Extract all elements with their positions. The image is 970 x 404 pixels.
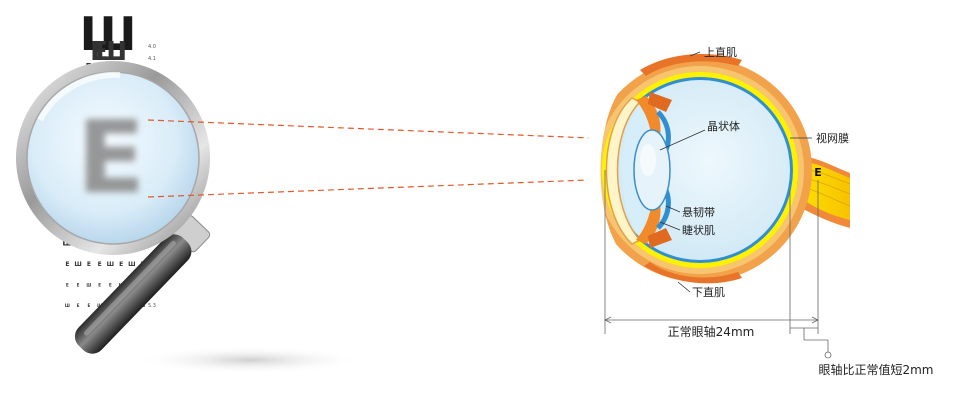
chart-optotype: Ш (74, 261, 81, 268)
retina-image-letter: E (814, 166, 822, 179)
ray-upper-outer (147, 119, 641, 141)
glass-shadow (135, 346, 365, 374)
label-normal-axis: 正常眼轴24mm (668, 324, 755, 339)
iris-lower (636, 200, 661, 244)
axis-dimensions (604, 170, 832, 359)
chart-optotype: Е (98, 283, 101, 288)
chart-optotype: Е (90, 37, 108, 67)
chart-optotype: Е (119, 261, 123, 268)
chart-optotype: Е (66, 283, 69, 288)
chart-row-score: 5.3 (148, 303, 156, 309)
magnifying-glass-icon: E (16, 61, 365, 374)
label-superior-rectus: 上直肌 (704, 45, 737, 59)
chart-optotype: Ш (107, 261, 114, 268)
leader-lines (659, 51, 812, 293)
superior-rectus-muscle (640, 54, 742, 76)
chart-optotype: Ш (128, 261, 135, 268)
anterior-chamber (622, 104, 650, 238)
magnified-letter-e: E (77, 99, 145, 216)
chart-optotype: Е (87, 261, 91, 268)
cornea (605, 97, 642, 245)
chart-optotype: Е (109, 283, 112, 288)
iris-upper (636, 96, 661, 140)
chart-optotype: Ш (65, 303, 70, 308)
chart-top-score: 4.0 (148, 44, 156, 50)
chart-optotype: Ш (97, 303, 102, 308)
chart-optotype: Е (88, 303, 91, 308)
chart-optotype: Е (98, 261, 102, 268)
chart-optotype: Е (77, 303, 80, 308)
chart-optotype: Е (65, 261, 69, 268)
label-inferior-rectus: 下直肌 (692, 285, 725, 299)
label-retina: 视网膜 (816, 131, 849, 145)
chart-top-letter: Ш (80, 7, 137, 61)
label-lens: 晶状体 (707, 119, 740, 133)
chart-optotype: Е (77, 283, 80, 288)
label-short-axis: 眼轴比正常值短2mm (818, 362, 933, 377)
inferior-rectus-muscle (644, 262, 742, 284)
ray-lower-outer (147, 177, 641, 198)
label-zonule: 悬韧带 (682, 206, 715, 219)
chart-row-score: 4.1 (148, 56, 156, 62)
eye-cross-section: E 上直肌 晶状体 视网膜 悬韧带 睫状肌 下直肌 (586, 45, 851, 299)
label-ciliary-muscle: 睫状肌 (682, 223, 715, 237)
chart-optotype: Ш (86, 283, 91, 288)
